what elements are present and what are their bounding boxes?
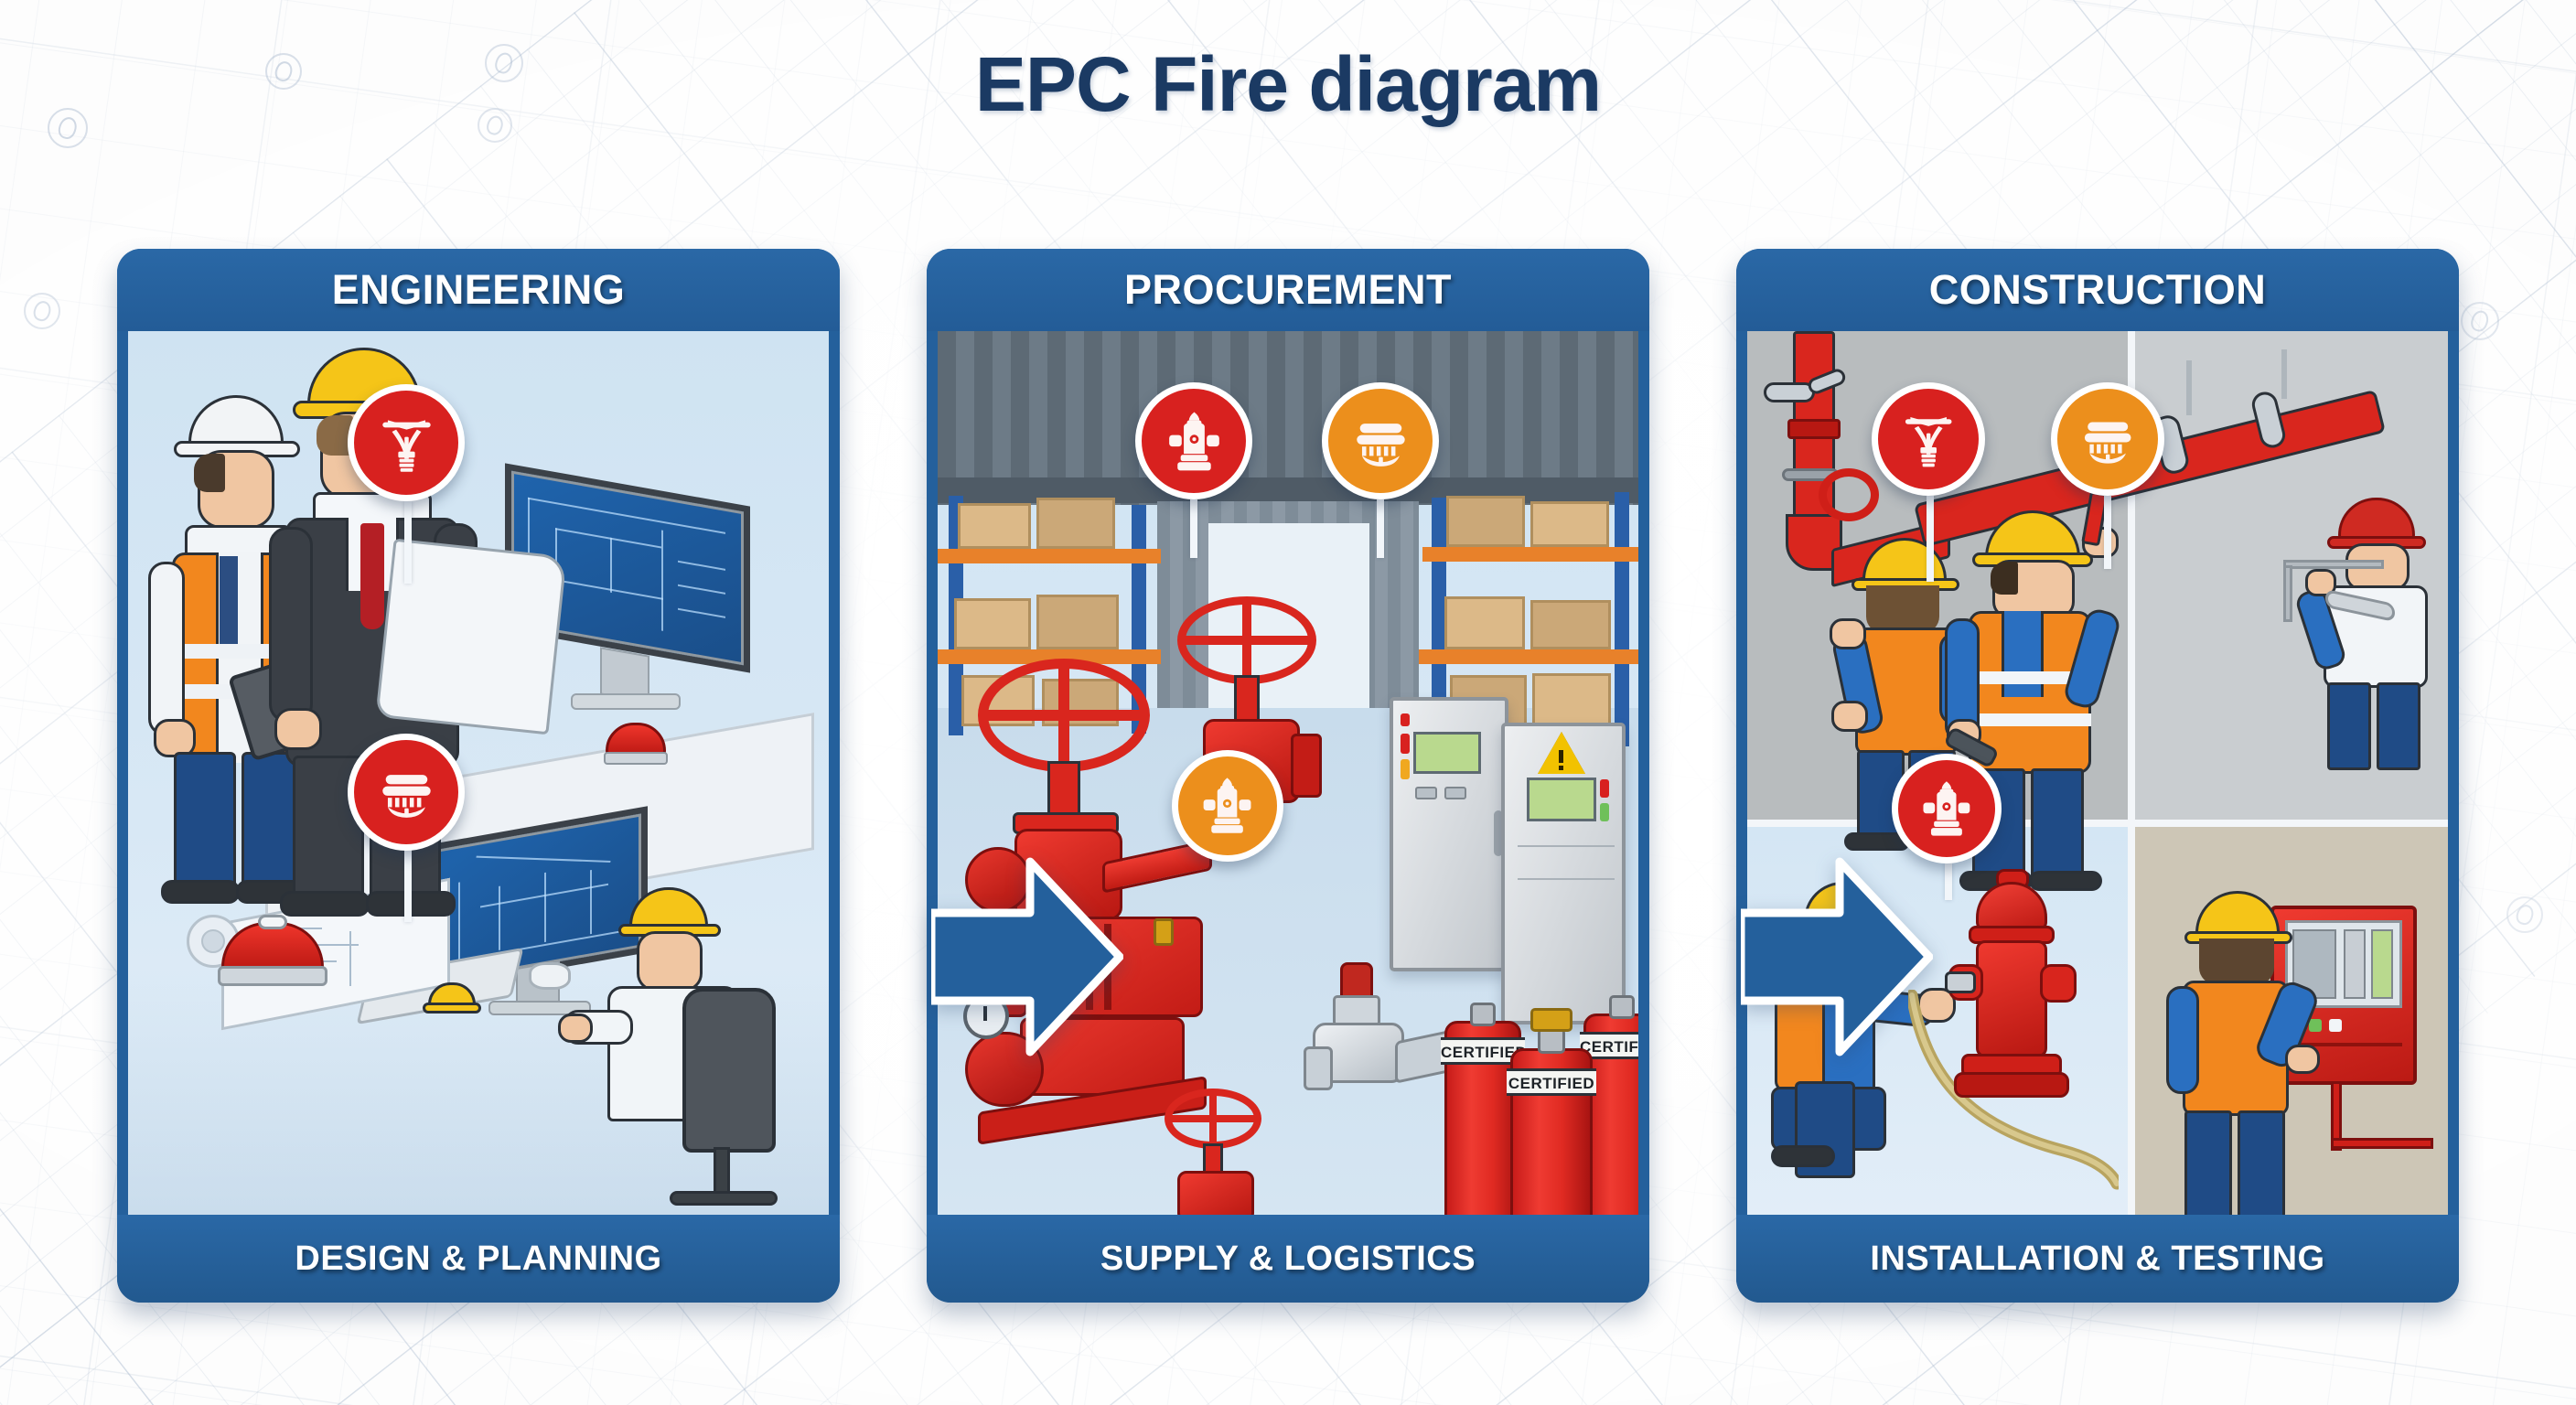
- desk-designer-seated: [558, 880, 805, 1215]
- badge-smoke-detector-icon[interactable]: [1322, 382, 1439, 499]
- panel-footer-construction: INSTALLATION & TESTING: [1736, 1215, 2459, 1303]
- phase-panel-construction[interactable]: CONSTRUCTION: [1736, 249, 2459, 1303]
- panel-header-engineering: ENGINEERING: [117, 249, 840, 331]
- phase-panel-procurement[interactable]: PROCUREMENT: [927, 249, 1649, 1303]
- panel-scene-procurement: CERTIFIED CERTIFIED CERTIFIED: [938, 331, 1638, 1215]
- fire-hydrant-icon: [1168, 412, 1219, 470]
- riser-handwheel: [1819, 468, 1879, 521]
- arrow-procurement-to-construction: [1741, 853, 1933, 1061]
- blueprint-symbol-icon: [2461, 302, 2499, 340]
- blueprint-symbol-icon: [24, 293, 60, 329]
- page-title: EPC Fire diagram: [974, 41, 1602, 127]
- panel-footer-engineering: DESIGN & PLANNING: [117, 1215, 840, 1303]
- panel-header-procurement: PROCUREMENT: [927, 249, 1649, 331]
- fire-sprinkler-icon: [1905, 416, 1952, 467]
- cylinder-label: CERTIFIED: [1507, 1068, 1596, 1096]
- gas-cylinder: CERTIFIED: [1507, 1048, 1596, 1215]
- smoke-detector-icon: [1356, 423, 1405, 467]
- blueprint-symbol-icon: [2506, 896, 2543, 933]
- panel-scene-engineering: [128, 331, 829, 1215]
- fire-sprinkler-icon: [381, 419, 431, 472]
- smoke-detector-icon: [381, 774, 431, 818]
- panel-header-construction: CONSTRUCTION: [1736, 249, 2459, 331]
- warning-triangle-label: [1538, 732, 1589, 778]
- alarm-bell-small: [604, 715, 668, 770]
- red-hydrant-street: [1945, 869, 2082, 1143]
- fire-hydrant-icon: [1204, 778, 1251, 834]
- badge-fire-sprinkler-icon[interactable]: [348, 384, 465, 501]
- phase-panel-group: ENGINEERING: [117, 249, 2459, 1303]
- arrow-engineering-to-procurement: [931, 853, 1123, 1061]
- certified-gas-cylinders: CERTIFIED CERTIFIED CERTIFIED: [1441, 971, 1638, 1215]
- control-cabinet-a: [1390, 697, 1508, 971]
- panel-scene-construction: [1747, 331, 2448, 1215]
- technician-wiring-control-panel: [2155, 891, 2322, 1215]
- badge-fire-hydrant-icon[interactable]: [1892, 754, 2002, 863]
- badge-smoke-detector-icon[interactable]: [2051, 382, 2164, 496]
- spare-hardhat: [423, 982, 481, 1019]
- badge-fire-hydrant-icon[interactable]: [1135, 382, 1252, 499]
- badge-stem: [1945, 863, 1952, 900]
- pipe-support-bracket: [2283, 532, 2411, 642]
- panel-footer-procurement: SUPPLY & LOGISTICS: [927, 1215, 1649, 1303]
- small-red-valve: [1146, 1089, 1302, 1215]
- badge-fire-sprinkler-icon[interactable]: [1872, 382, 1985, 496]
- badge-stem: [1927, 496, 1934, 582]
- smoke-detector-icon: [2084, 422, 2131, 464]
- badge-stem: [2104, 496, 2111, 569]
- phase-panel-engineering[interactable]: ENGINEERING: [117, 249, 840, 1303]
- fire-hydrant-icon: [1923, 781, 1970, 836]
- badge-stem: [1377, 499, 1384, 558]
- badge-stem: [404, 501, 412, 584]
- badge-stem: [404, 849, 412, 922]
- red-alarm-bell: [218, 913, 327, 995]
- badge-fire-hydrant-icon[interactable]: [1172, 750, 1283, 862]
- badge-smoke-detector-icon[interactable]: [348, 734, 465, 851]
- badge-stem: [1190, 499, 1197, 558]
